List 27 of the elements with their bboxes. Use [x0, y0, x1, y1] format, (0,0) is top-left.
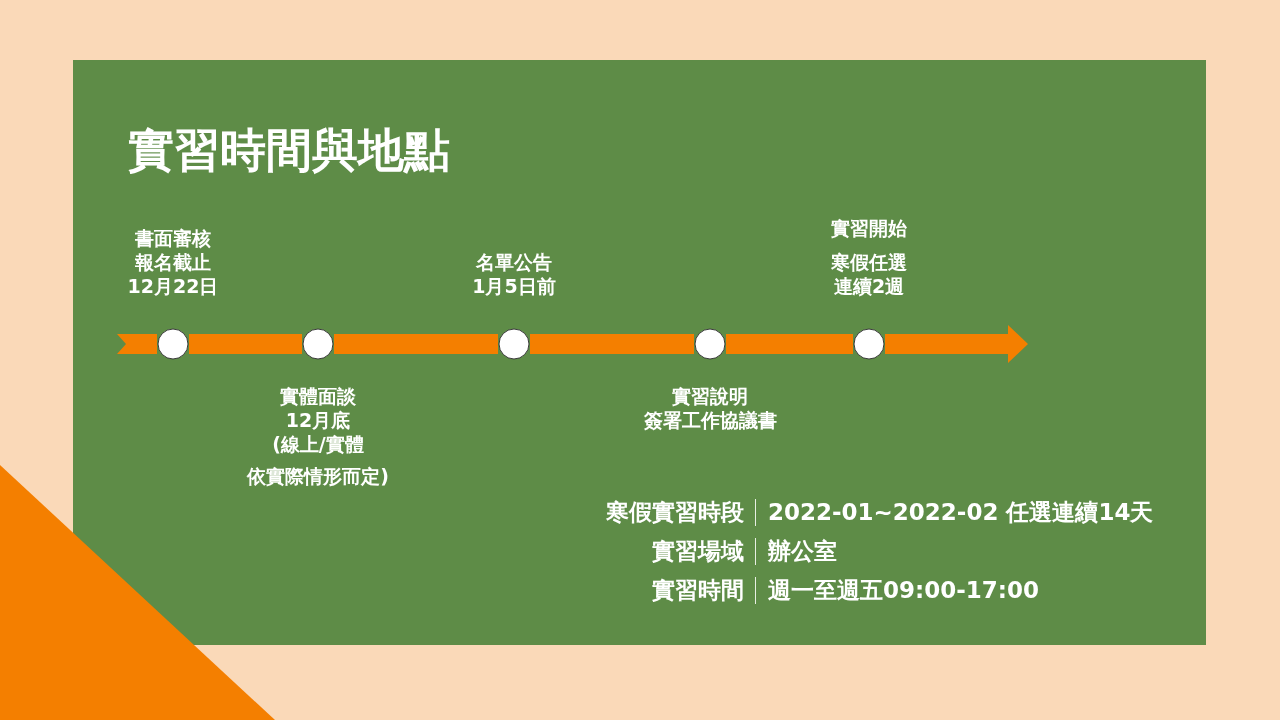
info-heading: 實習場域: [652, 537, 744, 566]
timeline-arrow: [726, 334, 853, 354]
info-value: 辦公室: [768, 537, 837, 566]
timeline-arrow: [530, 334, 694, 354]
info-value: 2022-01~2022-02 任選連續14天: [768, 498, 1154, 527]
milestone-label: 簽署工作協議書: [643, 408, 777, 432]
milestone-label: 連續2週: [833, 274, 905, 298]
milestone-label: 依實際情形而定): [247, 464, 389, 488]
milestone-label: 實習開始: [831, 216, 907, 240]
milestone-label: 報名截止: [135, 250, 211, 274]
timeline-arrow: [334, 334, 498, 354]
info-heading: 寒假實習時段: [606, 498, 744, 527]
timeline-arrow: [117, 334, 157, 354]
milestone-label: (線上/實體: [272, 432, 364, 456]
info-heading: 實習時間: [652, 576, 744, 605]
title: 實習時間與地點: [128, 122, 450, 179]
milestone-label: 實習說明: [672, 384, 748, 408]
info-value: 週一至週五09:00-17:00: [768, 576, 1039, 605]
milestone-label: 12月22日: [127, 274, 219, 298]
milestone-label: 名單公告: [476, 250, 552, 274]
milestone-label: 書面審核: [135, 226, 211, 250]
milestone-label: 12月底: [285, 408, 351, 432]
milestone-label: 1月5日前: [472, 274, 556, 298]
timeline-arrow: [189, 334, 302, 354]
milestone-label: 寒假任選: [831, 250, 907, 274]
timeline-arrow: [885, 325, 1028, 363]
milestone-label: 實體面談: [280, 384, 356, 408]
